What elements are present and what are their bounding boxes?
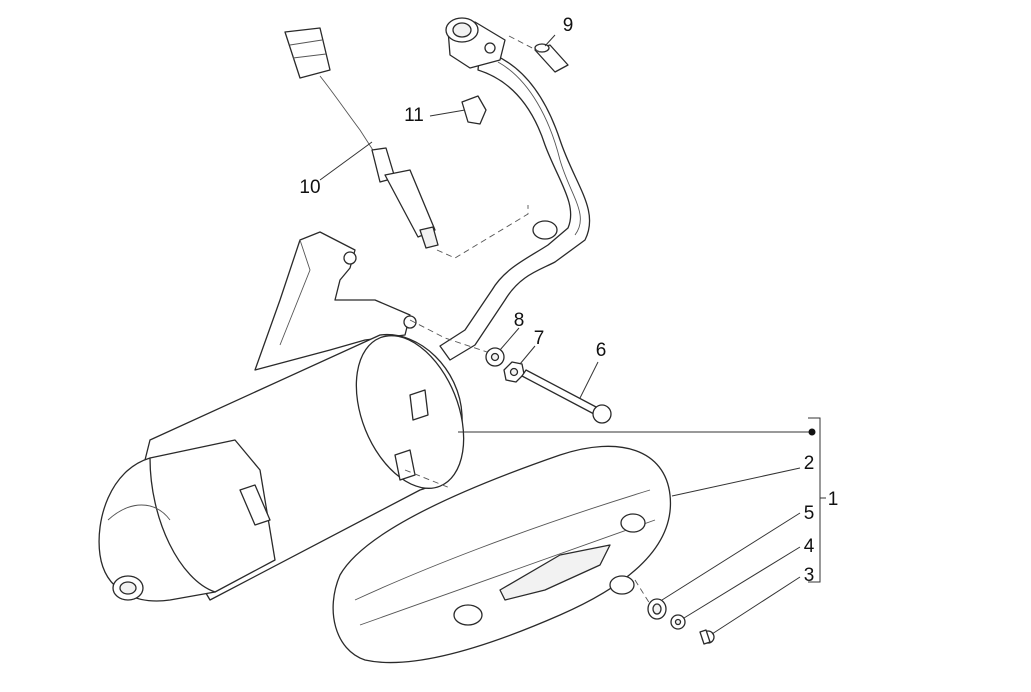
label-1: 1 [828,489,839,510]
bolt-part [521,369,612,424]
spacer-part [534,43,569,73]
label-10: 10 [299,177,320,198]
label-11: 11 [404,105,424,126]
assembly-line [404,469,451,489]
label-5: 5 [804,503,815,524]
clip-part [461,95,487,125]
assembly-line [508,35,541,53]
assembly-line [409,319,488,353]
label-9: 9 [563,15,574,36]
screw-part [699,629,715,645]
nut-part [503,361,525,383]
label-8: 8 [514,310,525,331]
washer-part [485,347,505,367]
small-washer-part [670,614,686,630]
bullet-dot [808,428,816,436]
assembly-line [436,205,529,259]
label-7: 7 [534,328,545,349]
label-4: 4 [804,536,815,557]
label-3: 3 [804,565,815,586]
leader-lines [319,34,826,635]
rubber-part [647,598,667,620]
heat-shield [332,445,672,664]
exhaust-pipe [439,17,591,361]
muffler [98,231,465,602]
lambda-sensor [284,27,439,249]
label-6: 6 [596,340,607,361]
assembly-line [634,579,651,605]
label-2: 2 [804,453,815,474]
